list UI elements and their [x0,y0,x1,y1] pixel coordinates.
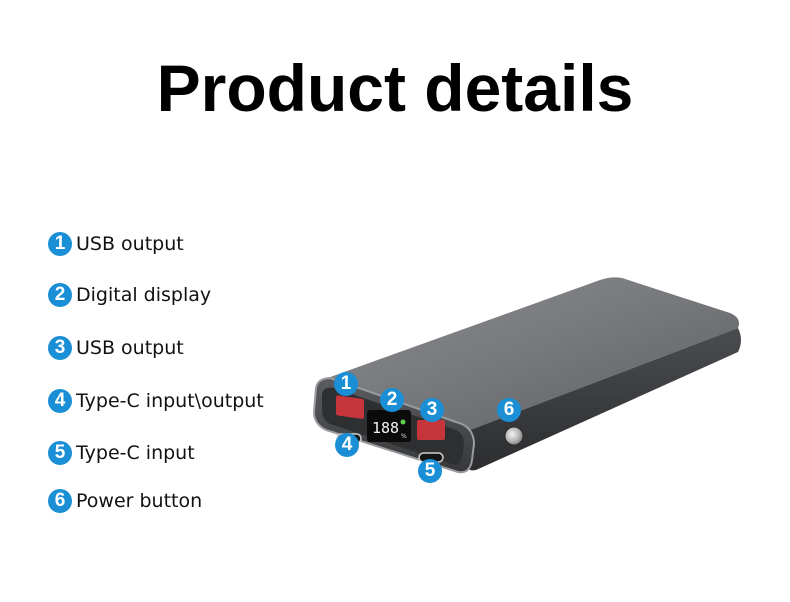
legend-label: Type-C input [76,442,195,464]
legend-item-type-c-input: 5 Type-C input [48,441,195,465]
legend-label: USB output [76,233,184,255]
legend-item-digital-display: 2 Digital display [48,283,211,307]
number-badge-icon: 1 [48,232,72,256]
marker-usb-output-1: 1 [334,372,358,396]
legend-item-usb-output-3: 3 USB output [48,336,184,360]
legend-label: Power button [76,490,203,512]
legend-label: Type-C input\output [76,390,264,412]
legend-item-usb-output-1: 1 USB output [48,232,184,256]
number-badge-icon: 6 [48,489,72,513]
display-digits: 188 [372,419,399,437]
legend-item-type-c-io: 4 Type-C input\output [48,389,264,413]
marker-digital-display: 2 [380,388,404,412]
number-badge-icon: 2 [48,283,72,307]
page-title: Product details [156,51,634,125]
marker-usb-output-3: 3 [420,398,444,422]
marker-type-c-io: 4 [335,433,359,457]
number-badge-icon: 3 [48,336,72,360]
marker-power-button: 6 [497,398,521,422]
marker-type-c-input: 5 [418,459,442,483]
number-badge-icon: 4 [48,389,72,413]
legend-item-power-button: 6 Power button [48,489,202,513]
number-badge-icon: 5 [48,441,72,465]
legend-label: USB output [76,337,184,359]
svg-text:%: % [401,433,407,440]
legend-label: Digital display [76,284,212,306]
